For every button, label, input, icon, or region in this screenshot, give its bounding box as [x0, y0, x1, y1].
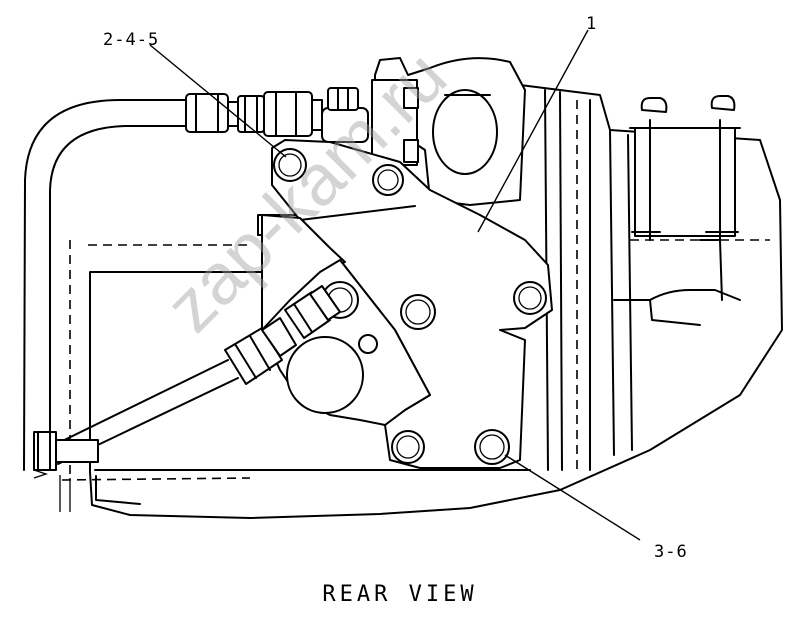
- callout-1: 1: [586, 14, 598, 34]
- upper-fittings: [185, 87, 369, 143]
- callout-2-4-5: 2-4-5: [103, 30, 160, 50]
- view-caption: REAR VIEW: [322, 582, 478, 607]
- clamp-assembly: [629, 95, 741, 241]
- leader-1: [477, 29, 589, 233]
- bolts: [273, 148, 547, 465]
- leader-lines: [149, 29, 641, 541]
- hose-loop: [23, 99, 191, 471]
- leader-3-6: [504, 454, 641, 541]
- lower-left-stud: [33, 431, 99, 479]
- right-ribs: [544, 89, 770, 471]
- lower-hose: [47, 285, 341, 465]
- leader-2-4-5: [149, 44, 287, 158]
- callout-3-6: 3-6: [654, 542, 688, 562]
